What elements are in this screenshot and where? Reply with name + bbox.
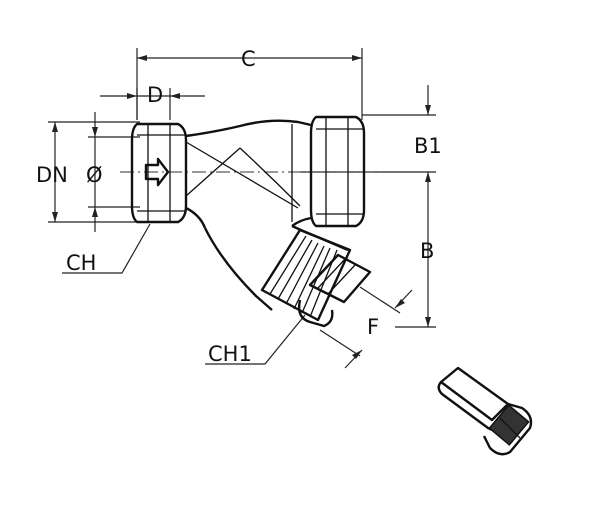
dimension-lines [48,48,436,369]
label-d: D [147,83,163,107]
label-diameter: Ø [86,163,103,187]
label-dn: DN [36,163,68,187]
label-b1: B1 [414,134,442,158]
strainer-body [120,115,380,328]
label-ch1: CH1 [208,342,252,366]
label-ch: CH [66,251,96,275]
dimension-labels: C D DN Ø B1 B CH F CH1 [36,47,442,366]
filter-cartridge [437,366,533,456]
label-b: B [420,239,434,263]
label-f: F [367,315,379,339]
label-c: C [241,47,256,71]
